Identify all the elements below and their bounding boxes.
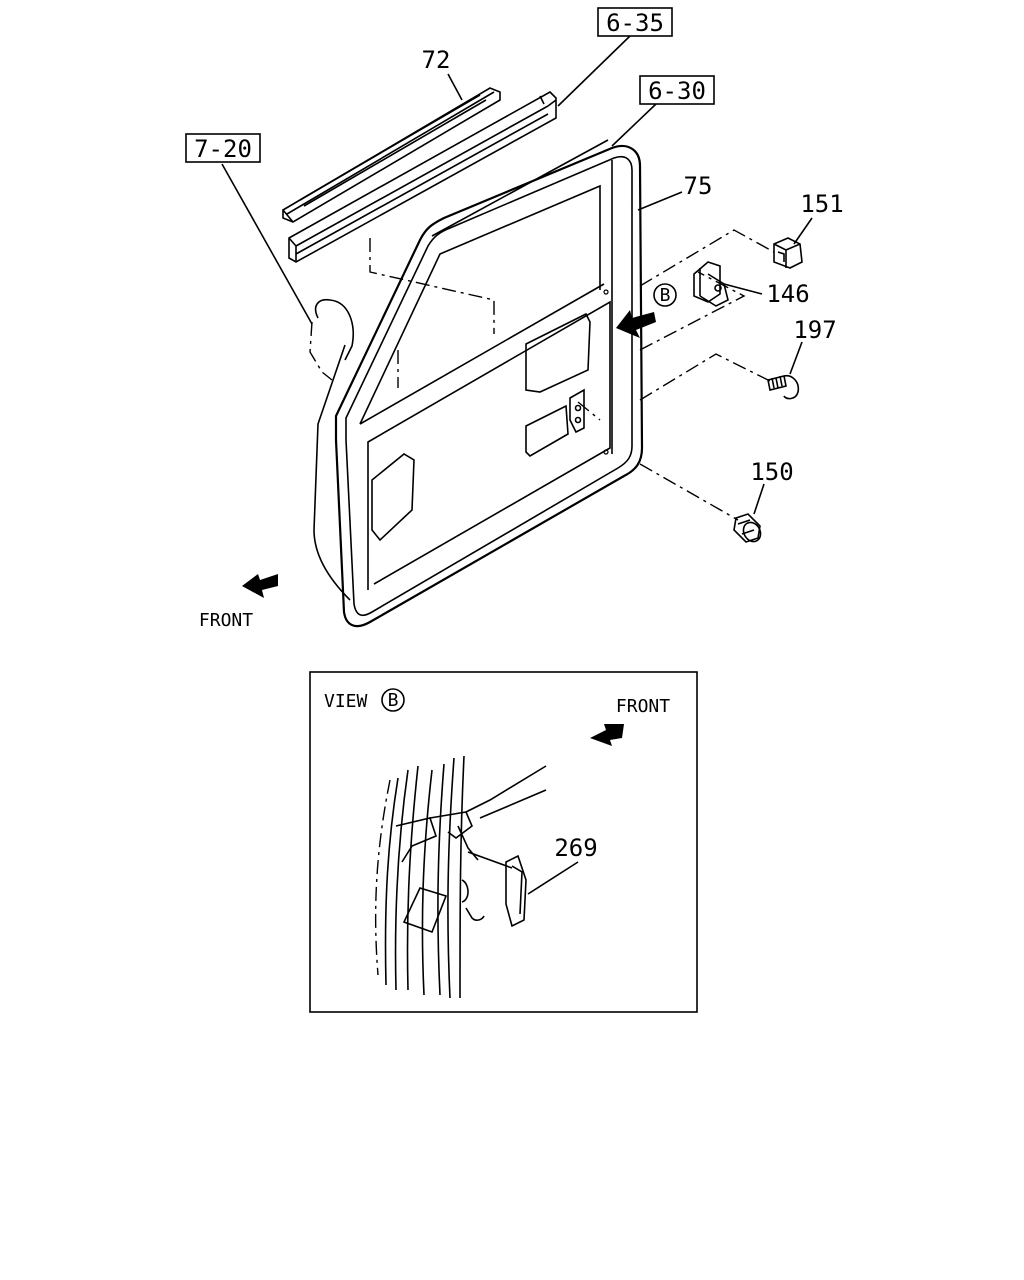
inset-view-b: VIEW B FRONT: [309, 671, 698, 1013]
inset-front-label: FRONT: [616, 696, 670, 717]
part-197: [767, 374, 800, 400]
part-label-146: 146: [766, 280, 809, 308]
part-label-72: 72: [422, 46, 451, 74]
inset-view-marker: B: [388, 690, 399, 711]
part-150: [733, 513, 762, 543]
front-label: FRONT: [199, 610, 253, 631]
channel-6-35: [288, 91, 557, 263]
part-label-75: 75: [684, 172, 713, 200]
ref-box-6-30: [639, 75, 715, 105]
part-label-197: 197: [793, 316, 836, 344]
ref-box-6-35: [597, 7, 673, 37]
arrow-view-b: [616, 310, 656, 338]
view-marker: B: [660, 285, 671, 306]
ref-6-35: 6-35: [606, 9, 664, 37]
door-shell: [309, 139, 644, 628]
ref-box-7-20: [185, 133, 261, 163]
leader-lines: [221, 35, 813, 895]
front-arrow-icon: [242, 574, 278, 598]
ref-6-30: 6-30: [648, 77, 706, 105]
inset-view-label: VIEW: [324, 691, 368, 712]
part-146: [693, 261, 729, 307]
part-269: [505, 854, 527, 928]
channel-72: [281, 87, 501, 224]
view-marker-circle: [653, 283, 677, 307]
inset-front-arrow-icon: [590, 724, 624, 746]
part-label-150: 150: [750, 458, 793, 486]
part-label-151: 151: [800, 190, 843, 218]
ref-7-20: 7-20: [194, 135, 252, 163]
part-label-269: 269: [554, 834, 597, 862]
part-151: [773, 237, 803, 269]
